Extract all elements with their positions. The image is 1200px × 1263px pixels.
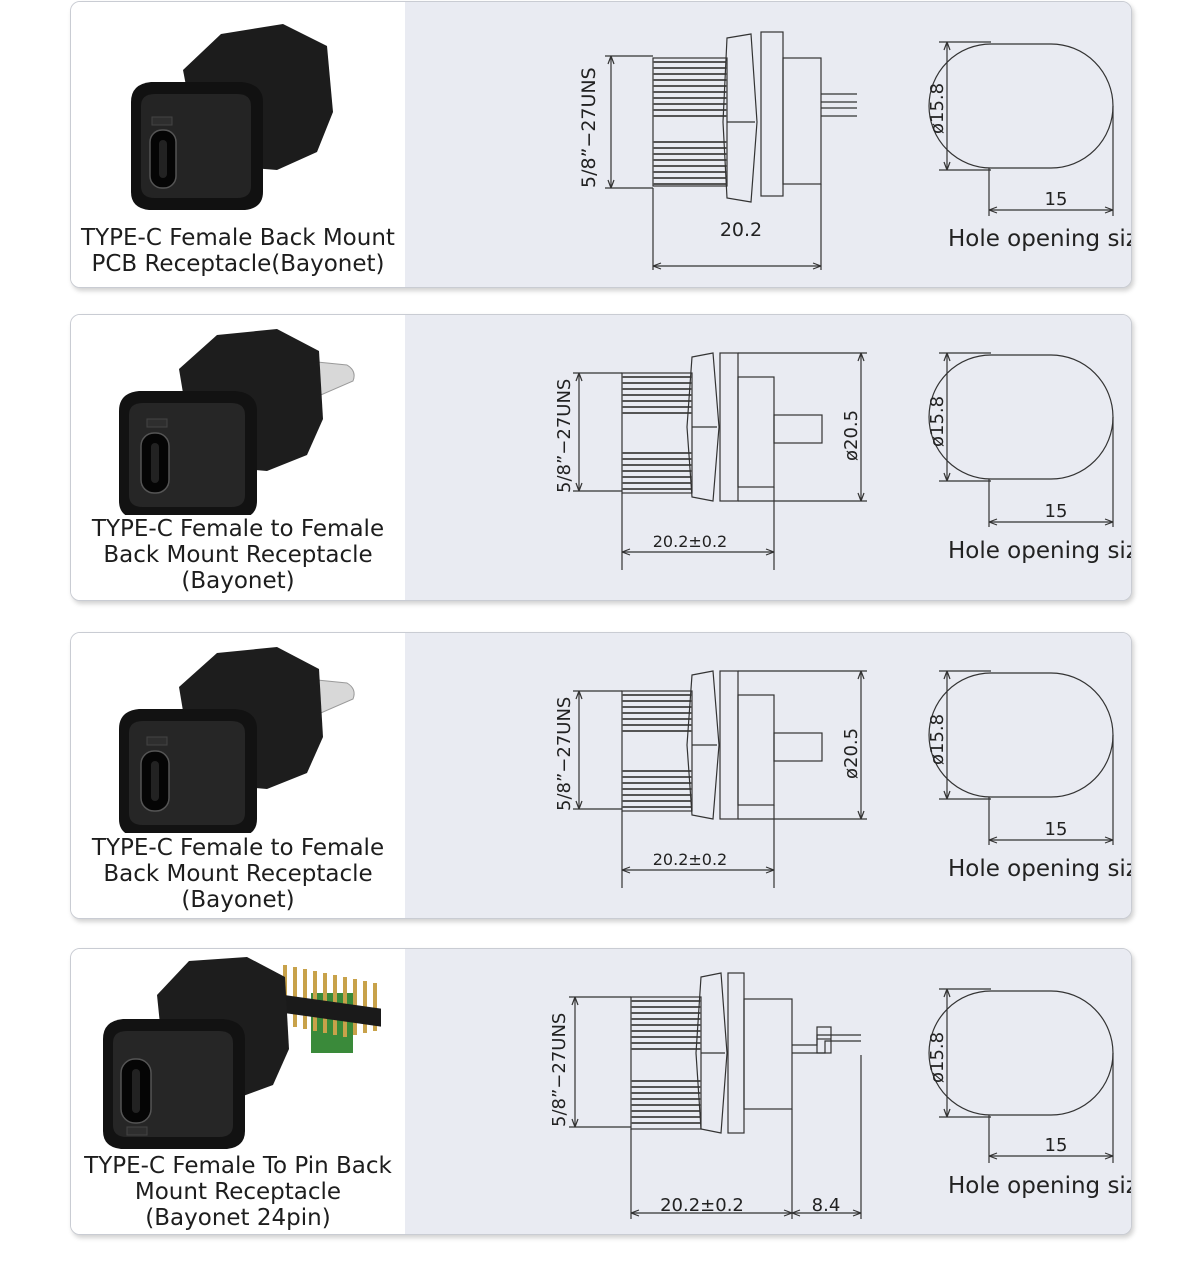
- product-caption: TYPE-C Female to Female Back Mount Recep…: [91, 835, 385, 913]
- flange: [727, 972, 745, 1134]
- pcb-pins: [821, 93, 857, 117]
- drawing-pane: 5/8”−27UNS ø20.5 20.2±0.2 ø15.8 15 Hole …: [405, 315, 1131, 600]
- product-card-1: TYPE-C Female Back Mount PCB Receptacle(…: [70, 1, 1132, 288]
- connector-photo: [131, 24, 333, 210]
- length-dimension-label: 20.2±0.2: [660, 1195, 744, 1216]
- connector-photo: [103, 957, 381, 1149]
- length-dimension-label: 20.2: [720, 219, 762, 241]
- flange-diameter-label: ø20.5: [841, 410, 862, 461]
- pin-header: [792, 1026, 861, 1054]
- hole-width-label: 15: [1045, 819, 1068, 840]
- threaded-body: [621, 372, 693, 494]
- product-photo-pane: TYPE-C Female to Female Back Mount Recep…: [71, 315, 405, 600]
- hex-nut: [686, 670, 720, 820]
- hole-caption: Hole opening size: [948, 538, 1131, 564]
- dimension-drawing: 5/8”−27UNS ø20.5 20.2±0.2 ø15.8 15 Hole …: [554, 670, 1131, 888]
- hole-width-label: 15: [1045, 189, 1068, 210]
- rear-body: [743, 998, 793, 1110]
- connector-photo: [119, 329, 355, 515]
- rear-body: [737, 694, 775, 806]
- product-caption: TYPE-C Female Back Mount PCB Receptacle(…: [81, 225, 395, 277]
- connector-photo: [119, 647, 355, 833]
- flange-diameter-label: ø20.5: [841, 728, 862, 779]
- thread-dimension-label: 5/8”−27UNS: [578, 67, 600, 188]
- hole-diameter-label: ø15.8: [927, 714, 948, 765]
- rear-body: [782, 57, 822, 185]
- product-caption: TYPE-C Female To Pin Back Mount Receptac…: [84, 1153, 392, 1231]
- length-dimension-label: 20.2±0.2: [653, 532, 727, 551]
- hole-caption: Hole opening size: [948, 856, 1131, 882]
- tail-length-label: 8.4: [812, 1195, 841, 1216]
- dimension-drawing: 5/8”−27UNS 20.2±0.2 8.4 ø15.8 15 Hole op…: [549, 972, 1131, 1219]
- product-photo-pane: TYPE-C Female to Female Back Mount Recep…: [71, 633, 405, 918]
- threaded-body: [652, 57, 728, 187]
- dimension-drawing: 5/8”−27UNS ø20.5 20.2±0.2 ø15.8 15 Hole …: [554, 352, 1131, 570]
- threaded-body: [621, 690, 693, 812]
- flange: [719, 352, 739, 502]
- thread-dimension-label: 5/8”−27UNS: [554, 697, 575, 811]
- product-photo-pane: TYPE-C Female To Pin Back Mount Receptac…: [71, 949, 405, 1234]
- hex-nut: [722, 33, 758, 203]
- flange: [719, 670, 739, 820]
- hole-outline: [928, 43, 1114, 169]
- hole-diameter-label: ø15.8: [927, 396, 948, 447]
- length-dimension-label: 20.2±0.2: [653, 850, 727, 869]
- hole-width-label: 15: [1045, 1135, 1068, 1156]
- drawing-pane: 5/8”−27UNS ø20.5 20.2±0.2 ø15.8 15 Hole …: [405, 633, 1131, 918]
- product-caption: TYPE-C Female to Female Back Mount Recep…: [91, 516, 385, 594]
- hole-caption: Hole opening size: [948, 1173, 1131, 1199]
- flange: [760, 31, 784, 197]
- rear-body: [737, 376, 775, 488]
- product-photo-pane: TYPE-C Female Back Mount PCB Receptacle(…: [71, 2, 405, 287]
- hex-nut: [695, 972, 728, 1134]
- hole-width-label: 15: [1045, 501, 1068, 522]
- product-card-4: TYPE-C Female To Pin Back Mount Receptac…: [70, 948, 1132, 1235]
- thread-dimension-label: 5/8”−27UNS: [554, 379, 575, 493]
- hole-outline: [928, 354, 1114, 480]
- hole-diameter-label: ø15.8: [927, 1032, 948, 1083]
- hole-outline: [928, 672, 1114, 798]
- drawing-pane: 5/8”−27UNS 20.2 ø15.8 15 Hole opening si…: [405, 2, 1131, 287]
- product-card-3: TYPE-C Female to Female Back Mount Recep…: [70, 632, 1132, 919]
- drawing-pane: 5/8”−27UNS 20.2±0.2 8.4 ø15.8 15 Hole op…: [405, 949, 1131, 1234]
- hex-nut: [686, 352, 720, 502]
- type-c-plug: [773, 732, 823, 762]
- product-card-2: TYPE-C Female to Female Back Mount Recep…: [70, 314, 1132, 601]
- dimension-drawing: 5/8”−27UNS 20.2 ø15.8 15 Hole opening si…: [578, 31, 1131, 270]
- hole-diameter-label: ø15.8: [927, 83, 948, 134]
- hole-outline: [928, 990, 1114, 1116]
- threaded-body: [630, 996, 702, 1130]
- hole-caption: Hole opening size: [948, 226, 1131, 252]
- type-c-plug: [773, 414, 823, 444]
- thread-dimension-label: 5/8”−27UNS: [549, 1013, 570, 1127]
